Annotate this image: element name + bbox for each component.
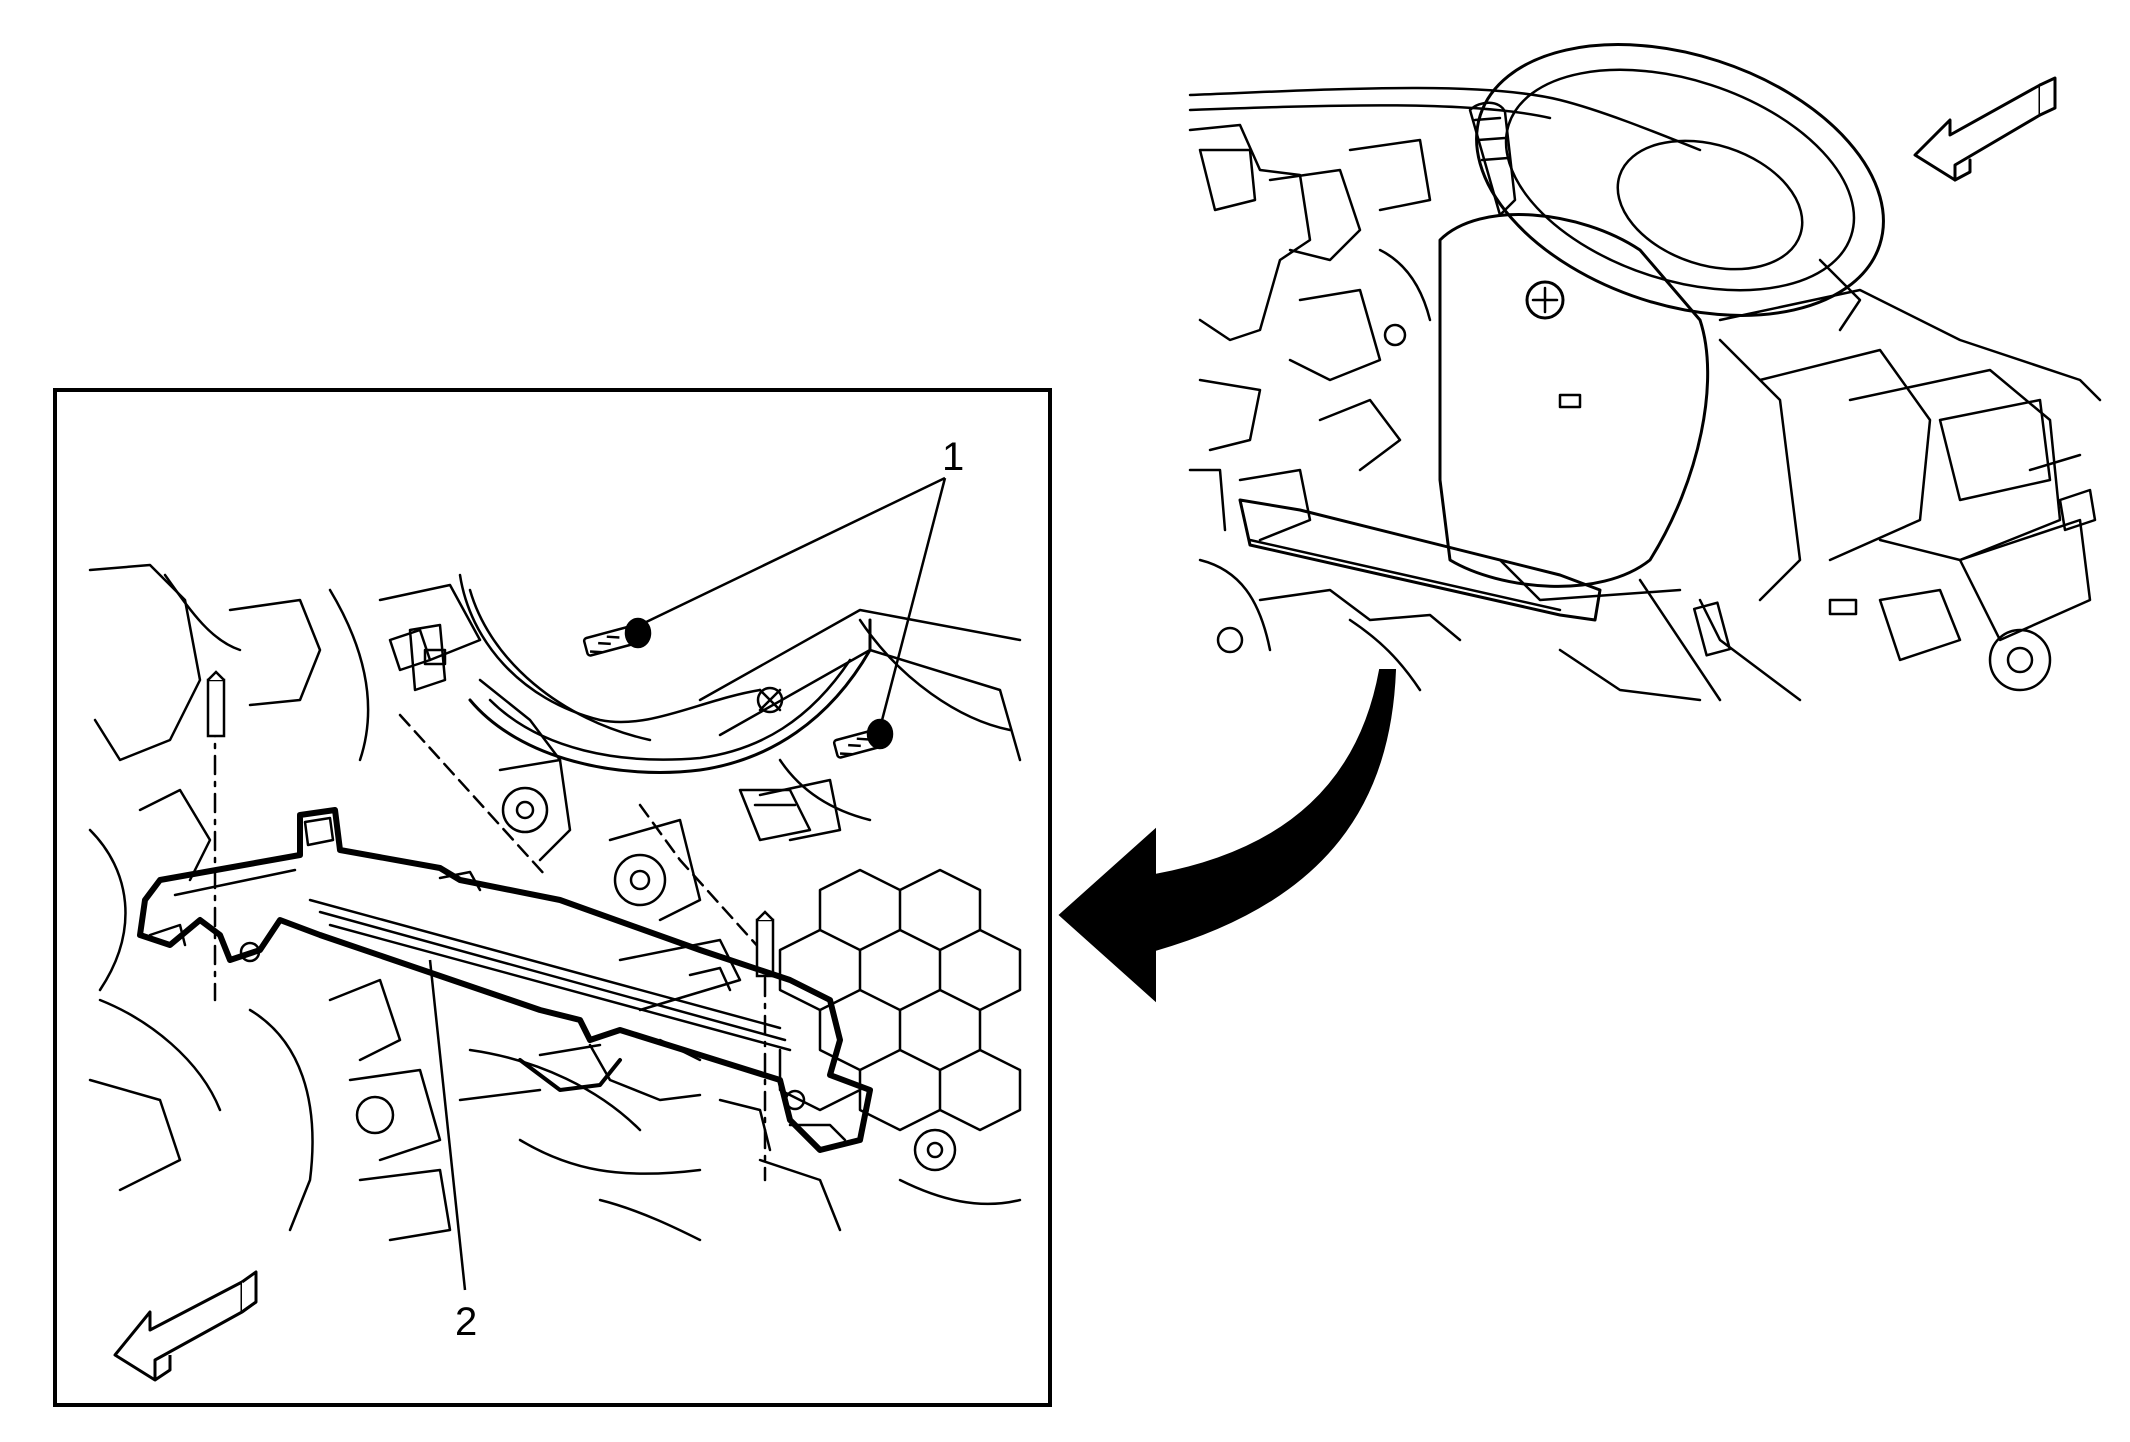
direction-arrow-icon xyxy=(113,1270,258,1382)
guide-pin-left xyxy=(206,670,226,738)
callout-1-label: 1 xyxy=(942,435,964,479)
detail-inset: 1 2 xyxy=(53,388,1052,1407)
flow-arrow-icon xyxy=(1058,669,1397,1003)
guide-pin-right xyxy=(755,910,775,978)
overview-bracket xyxy=(1238,498,1602,692)
knee-bolster-bracket xyxy=(137,807,873,1153)
steering-column xyxy=(1438,101,1710,602)
direction-arrow-icon xyxy=(1913,76,2057,182)
dash-left-components xyxy=(1188,123,1432,654)
dash-right-components xyxy=(1558,288,2102,702)
callout-leaders xyxy=(428,476,947,1291)
bolt-icon xyxy=(582,617,652,657)
steering-wheel xyxy=(1475,43,1885,332)
callout-2-label: 2 xyxy=(455,1300,477,1344)
detail-drawing xyxy=(88,563,1022,1242)
screw-icon xyxy=(832,718,894,759)
overview-view xyxy=(1188,43,2102,702)
